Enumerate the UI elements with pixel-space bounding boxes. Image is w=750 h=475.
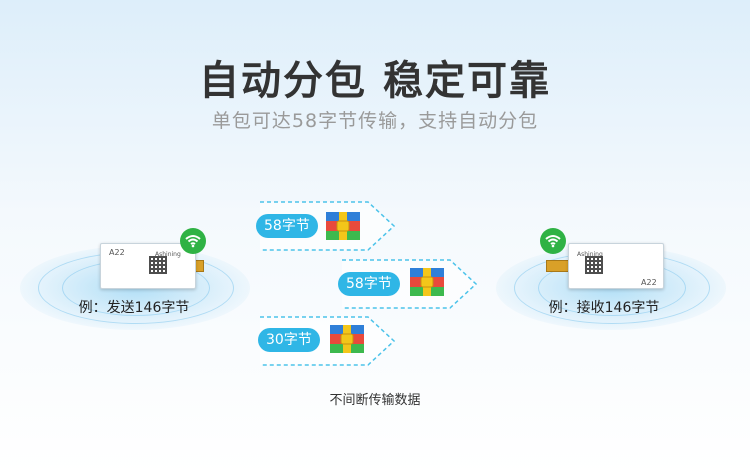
page-title: 自动分包 稳定可靠 [199,58,551,104]
module-qr-code [149,256,167,274]
module-model-label: A22 [641,278,657,287]
packet-size-badge: 30字节 [258,328,320,352]
right-rf-module: Ashining A22 [568,243,664,289]
module-model-label: A22 [109,248,125,257]
packet-icon [326,212,360,240]
footer-caption: 不间断传输数据 [329,393,421,408]
module-qr-code [585,256,603,274]
module-brand-label: Ashining [577,251,603,258]
packet-size-badge: 58字节 [338,272,400,296]
module-brand-label: Ashining [155,251,181,258]
packet-size-badge: 58字节 [256,214,318,238]
packet-icon [410,268,444,296]
wifi-icon [540,228,566,254]
wifi-icon [180,228,206,254]
left-rf-module: A22 Ashining [100,243,196,289]
page-subtitle: 单包可达58字节传输，支持自动分包 [211,110,539,132]
packet-icon [330,325,364,353]
right-device-caption: 例：接收146字节 [548,300,660,316]
left-device-caption: 例：发送146字节 [78,300,190,316]
